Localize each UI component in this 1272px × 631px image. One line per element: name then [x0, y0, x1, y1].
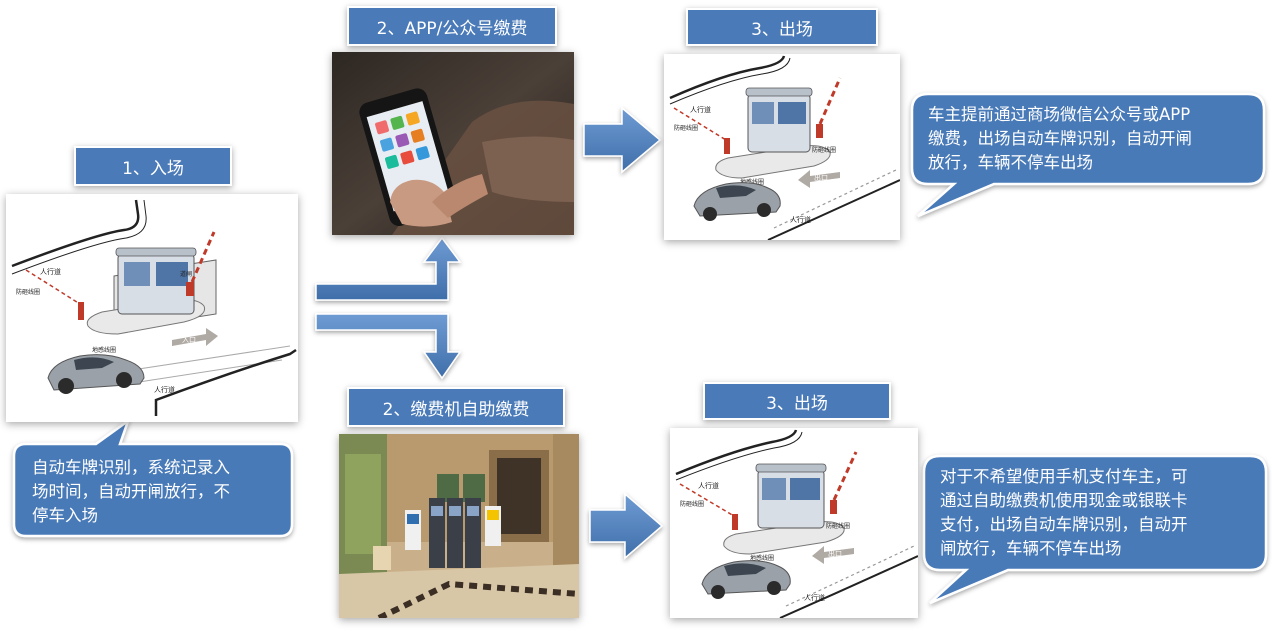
step-entry-label: 1、入场: [74, 146, 232, 186]
exit-bottom-exit-label: 出口: [828, 549, 842, 558]
arrow-to-exit-bottom: [589, 492, 664, 560]
arrow-to-exit-top: [583, 106, 662, 174]
phone-in-hand-photo: [332, 52, 574, 235]
exit-bottom-loop-label: 地感线圈: [750, 554, 774, 562]
app-exit-caption-line: 放行，车辆不停车出场: [928, 153, 1093, 172]
step-exit-top-label: 3、出场: [686, 8, 878, 46]
exit-bottom-anti-smash-label-2: 防砸线圈: [826, 522, 850, 530]
entry-caption-line: 停车入场: [32, 506, 98, 525]
app-exit-caption-line: 车主提前通过商场微信公众号或APP: [928, 105, 1191, 124]
exit-top-sidewalk-label-2: 人行道: [790, 215, 811, 224]
sidewalk-label-2: 人行道: [154, 385, 175, 394]
kiosk-pay-photo-card: [339, 434, 579, 618]
app-exit-caption: 车主提前通过商场微信公众号或APP 缴费，出场自动车牌识别，自动开闸 放行，车辆…: [928, 103, 1260, 175]
exit-bottom-scene-card: 人行道 防砸线圈 防砸线圈 地感线圈 出口 人行道: [670, 428, 918, 618]
anti-smash-label: 防砸线圈: [16, 288, 40, 296]
entry-caption: 自动车牌识别，系统记录入 场时间，自动开闸放行，不 停车入场: [32, 456, 284, 528]
kiosk-lobby-photo: [339, 434, 579, 618]
entry-caption-line: 场时间，自动开闸放行，不: [32, 482, 230, 501]
exit-bottom-anti-smash-label: 防砸线圈: [680, 500, 704, 508]
entry-bubble: [12, 417, 294, 538]
entry-scene-card: 人行道 防砸线圈 道闸 地感线圈 入口 人行道: [6, 194, 298, 422]
app-pay-photo-card: [332, 52, 574, 235]
kiosk-exit-caption-line: 闸放行，车辆不停车出场: [940, 539, 1122, 558]
entrance-label: 入口: [182, 336, 196, 344]
step-app-pay-label: 2、APP/公众号缴费: [347, 6, 557, 46]
app-exit-bubble: [910, 92, 1266, 218]
exit-bottom-parking-illustration: 人行道 防砸线圈 防砸线圈 地感线圈 出口 人行道: [675, 429, 918, 618]
exit-top-anti-smash-label: 防砸线圈: [674, 124, 698, 132]
branch-connector: [315, 236, 462, 380]
loop-detector-label: 地感线圈: [92, 346, 116, 354]
kiosk-exit-caption-line: 对于不希望使用手机支付车主，可: [940, 467, 1188, 486]
kiosk-exit-caption: 对于不希望使用手机支付车主，可 通过自助缴费机使用现金或银联卡 支付，出场自动车…: [940, 465, 1262, 561]
step-exit-bottom-label: 3、出场: [703, 382, 891, 420]
entry-parking-illustration: 人行道 防砸线圈 道闸 地感线圈 入口 人行道: [11, 199, 297, 416]
exit-top-anti-smash-label-2: 防砸线圈: [812, 146, 836, 154]
sidewalk-label: 人行道: [40, 267, 61, 276]
gate-label: 道闸: [180, 270, 192, 278]
entry-caption-line: 自动车牌识别，系统记录入: [32, 458, 230, 477]
exit-top-exit-label: 出口: [814, 173, 828, 182]
step-kiosk-pay-label: 2、缴费机自助缴费: [347, 387, 565, 427]
exit-top-sidewalk-label: 人行道: [690, 105, 711, 114]
exit-top-parking-illustration: 人行道 防砸线圈 防砸线圈 地感线圈 出口 人行道: [669, 55, 900, 240]
exit-top-loop-label: 地感线圈: [740, 178, 764, 186]
kiosk-exit-bubble: [922, 454, 1268, 605]
exit-bottom-sidewalk-label-2: 人行道: [804, 593, 825, 602]
exit-bottom-sidewalk-label: 人行道: [698, 481, 719, 490]
kiosk-exit-caption-line: 通过自助缴费机使用现金或银联卡: [940, 491, 1188, 510]
exit-top-scene-card: 人行道 防砸线圈 防砸线圈 地感线圈 出口 人行道: [664, 54, 900, 240]
app-exit-caption-line: 缴费，出场自动车牌识别，自动开闸: [928, 129, 1192, 148]
kiosk-exit-caption-line: 支付，出场自动车牌识别，自动开: [940, 515, 1188, 534]
